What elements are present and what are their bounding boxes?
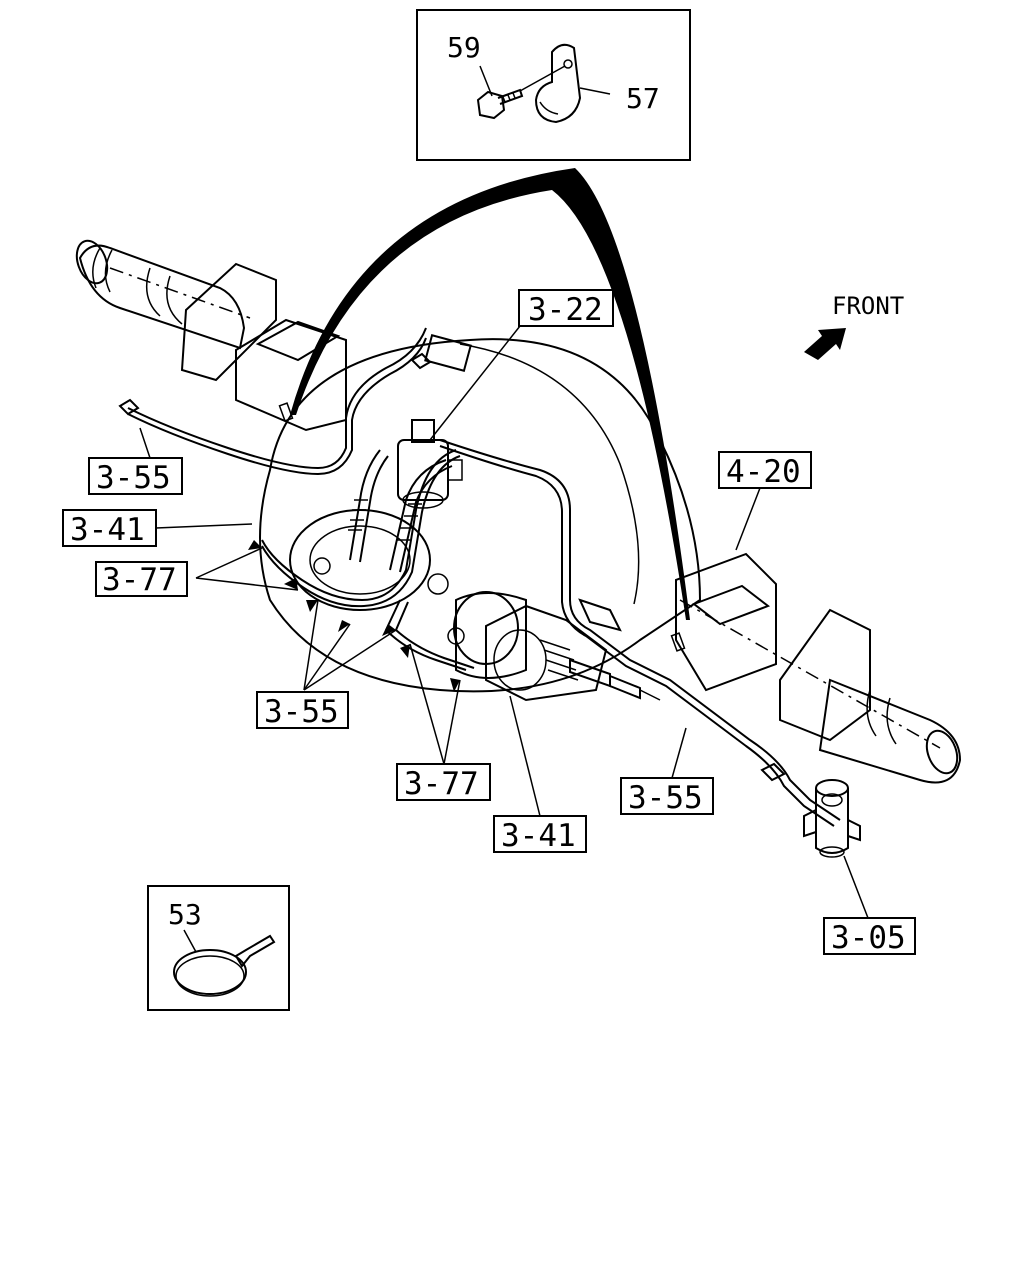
svg-text:3-77: 3-77 <box>404 766 479 802</box>
svg-text:3-41: 3-41 <box>501 818 576 854</box>
svg-text:3-05: 3-05 <box>831 920 906 956</box>
brake-valve-3-22 <box>397 419 463 509</box>
svg-text:3-22: 3-22 <box>528 292 603 328</box>
front-label: FRONT <box>832 292 904 320</box>
svg-text:3-55: 3-55 <box>96 460 171 496</box>
callout-3-77-left: 3-77 <box>95 561 188 598</box>
detail-box-band: 53 <box>147 885 290 1011</box>
brake-pipes <box>118 327 841 827</box>
callout-3-41-mid: 3-41 <box>493 815 587 854</box>
axle-housing <box>75 239 962 784</box>
callout-4-20: 4-20 <box>718 451 812 490</box>
callout-3-77-mid: 3-77 <box>396 763 491 802</box>
callout-3-55-mid: 3-55 <box>256 691 349 730</box>
front-arrow-icon <box>804 328 846 360</box>
callout-59: 59 <box>447 31 481 64</box>
detail-box-clip: 59 57 <box>416 9 691 161</box>
callout-3-55-right: 3-55 <box>620 777 714 816</box>
svg-text:3-55: 3-55 <box>628 780 703 816</box>
callout-3-41-left: 3-41 <box>62 509 157 548</box>
callout-53: 53 <box>168 898 202 931</box>
callout-57: 57 <box>626 82 660 115</box>
callout-3-22: 3-22 <box>518 289 614 328</box>
brake-chamber-assembly <box>447 591 661 702</box>
svg-text:3-41: 3-41 <box>70 512 145 548</box>
wheel-cylinder-3-05 <box>803 779 861 858</box>
leader-lines <box>139 325 869 919</box>
leader-arrowheads <box>248 540 460 692</box>
callout-3-55-left: 3-55 <box>88 457 183 496</box>
svg-text:3-55: 3-55 <box>264 694 339 730</box>
svg-text:3-77: 3-77 <box>102 562 177 598</box>
svg-text:4-20: 4-20 <box>726 454 801 490</box>
callout-3-05: 3-05 <box>823 917 916 956</box>
clip-57-drawing <box>534 43 582 124</box>
bolt-59-drawing <box>476 65 566 120</box>
